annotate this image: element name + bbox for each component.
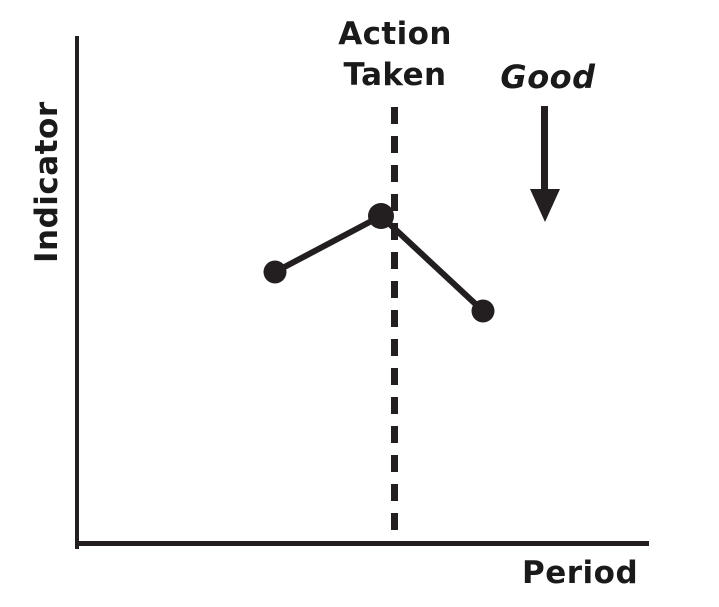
y-axis-line — [75, 36, 79, 549]
data-point — [263, 260, 287, 284]
action-taken-label-line2: Taken — [343, 57, 447, 93]
action-taken-label: Action Taken — [281, 14, 509, 96]
data-point — [471, 299, 495, 323]
down-arrow-icon — [530, 106, 560, 222]
action-taken-label-line1: Action — [338, 16, 452, 52]
x-axis-title: Period — [522, 555, 639, 591]
x-axis-line — [75, 541, 649, 546]
y-axis-title: Indicator — [29, 101, 65, 263]
good-direction-label: Good — [500, 58, 596, 96]
action-taken-dashed-line — [391, 107, 398, 546]
series-line — [272, 213, 486, 314]
